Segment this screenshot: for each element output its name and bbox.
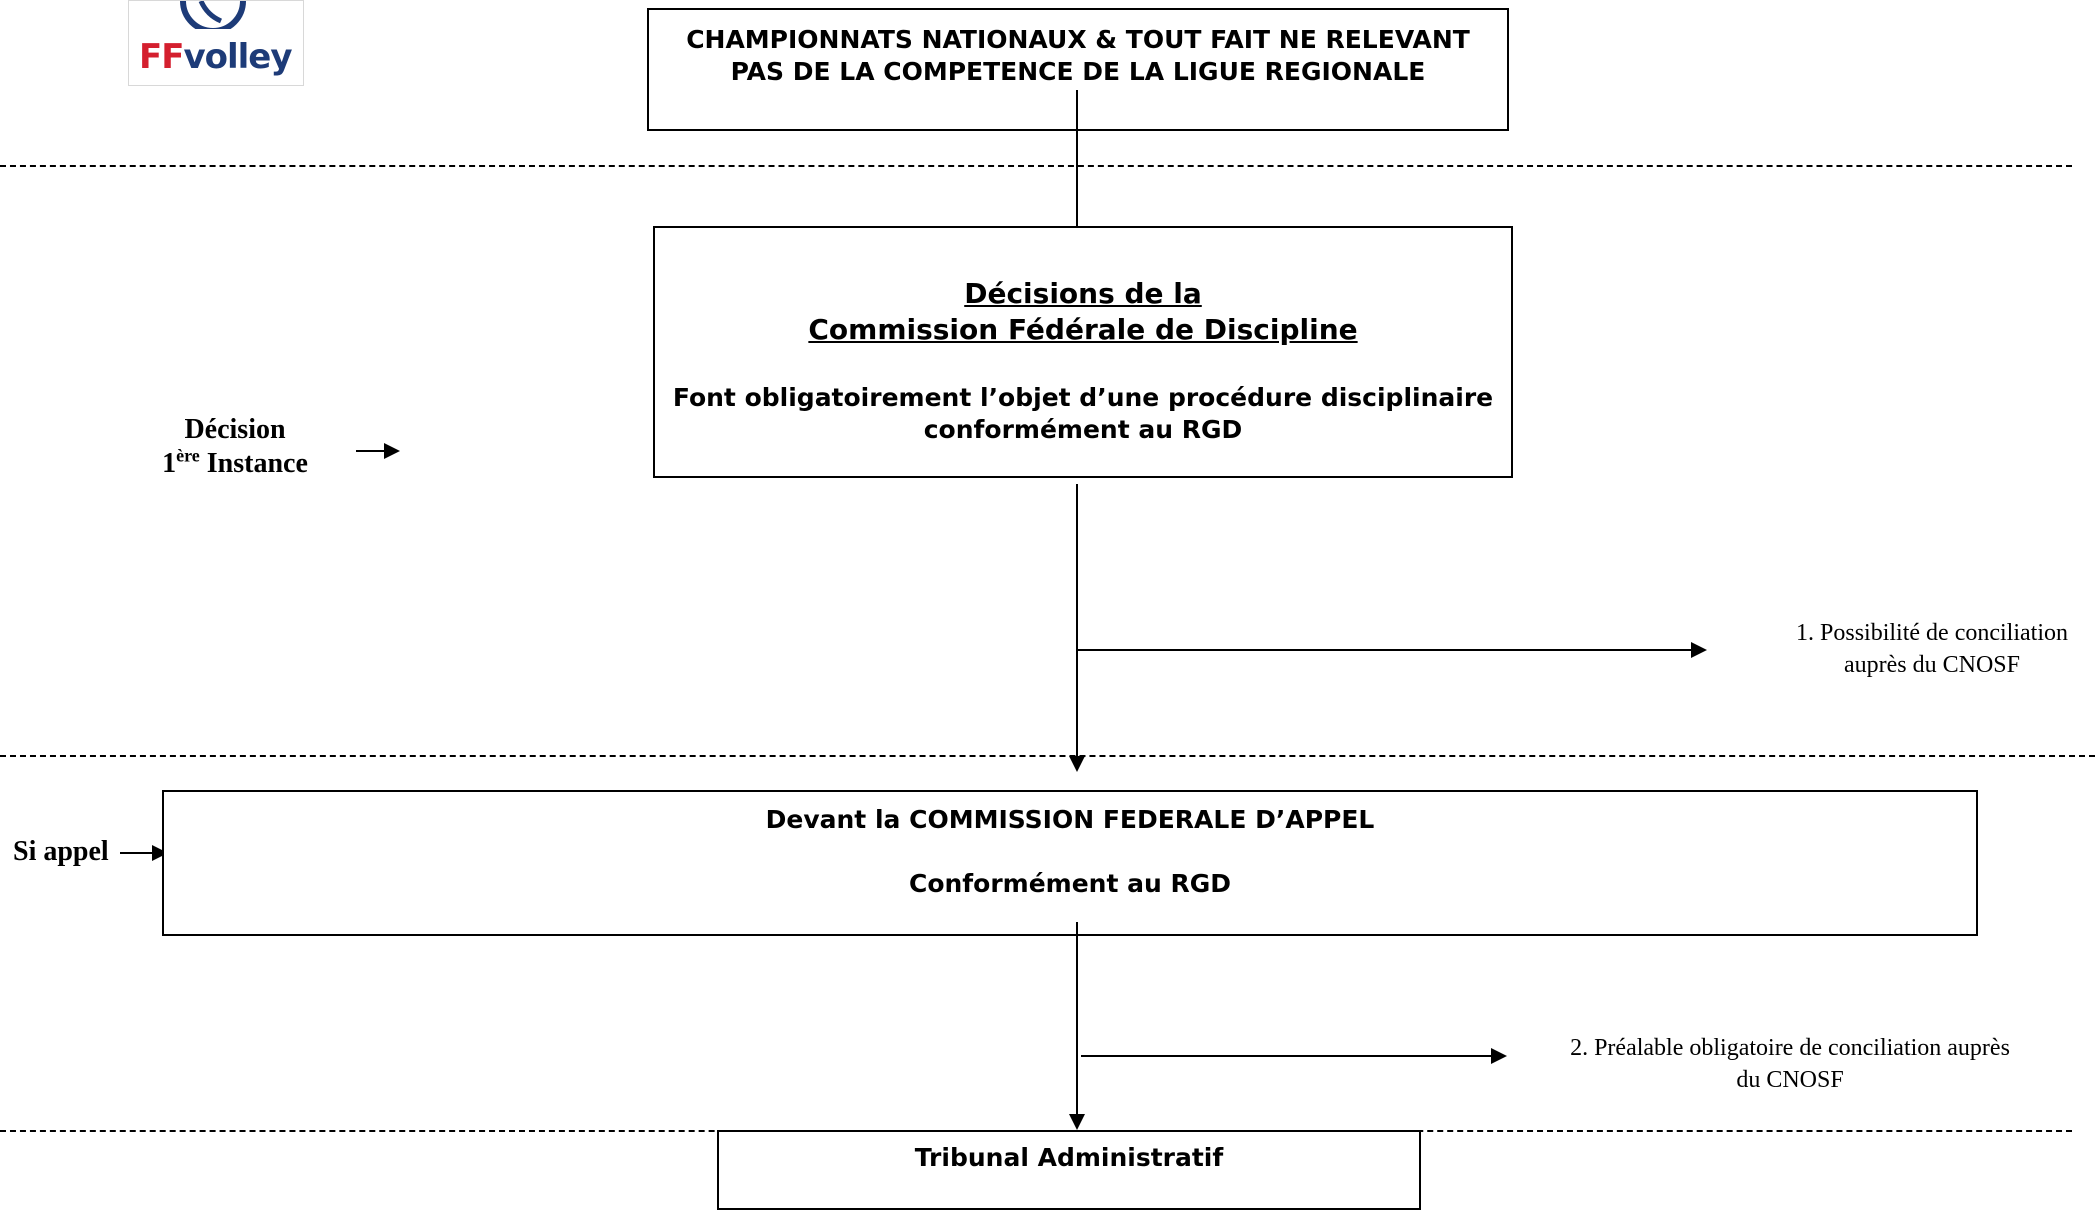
appel-box-line2: Conformément au RGD [908, 869, 1232, 898]
conciliation-2-text: 2. Préalable obligatoire de conciliation… [1530, 1032, 2050, 1096]
connector-appel-to-tribunal [1076, 922, 1078, 1118]
appel-box-commission-federale: Devant la COMMISSION FEDERALE D’APPEL Co… [162, 790, 1978, 936]
si-appel-arrow-line [120, 852, 154, 854]
first-instance-line2: 1ère Instance [140, 447, 330, 481]
connector-decision-to-appel-head [1069, 756, 1085, 772]
conciliation-2-line1: 2. Préalable obligatoire de conciliation… [1570, 1035, 2010, 1061]
connector-decision-to-appel [1076, 484, 1078, 756]
top-box-championnats: CHAMPIONNATS NATIONAUX & TOUT FAIT NE RE… [647, 8, 1509, 131]
decision-title-line1: Décisions de la [964, 277, 1202, 310]
branch-conciliation-1-head [1691, 642, 1707, 658]
first-instance-number: 1 [162, 448, 177, 479]
connector-appel-to-tribunal-head [1069, 1114, 1085, 1130]
ffvolley-logo: FFvolley [128, 0, 304, 86]
dashed-separator-2 [0, 755, 2095, 757]
connector-top-to-decision [1076, 90, 1078, 228]
top-box-line1: CHAMPIONNATS NATIONAUX & TOUT FAIT NE RE… [686, 25, 1470, 54]
logo-wordmark: FFvolley [139, 37, 293, 77]
dashed-separator-1 [0, 165, 2072, 167]
first-instance-arrow-line [356, 450, 386, 452]
branch-conciliation-2-head [1491, 1048, 1507, 1064]
branch-conciliation-1-line [1077, 649, 1695, 651]
tribunal-label: Tribunal Administratif [914, 1143, 1224, 1172]
appel-box-line1: Devant la COMMISSION FEDERALE D’APPEL [765, 805, 1375, 834]
decision-box-commission-discipline: Décisions de la Commission Fédérale de D… [653, 226, 1513, 478]
si-appel-label: Si appel [13, 836, 109, 867]
branch-conciliation-2-line [1081, 1055, 1493, 1057]
decision-first-instance-label: Décision 1ère Instance [140, 413, 330, 481]
first-instance-rest: Instance [199, 448, 308, 479]
first-instance-sup: ère [176, 445, 200, 466]
logo-ff-text: FF [139, 37, 184, 77]
first-instance-arrow-head [384, 443, 400, 459]
first-instance-line1: Décision [184, 414, 286, 445]
decision-title-line2: Commission Fédérale de Discipline [808, 313, 1358, 346]
volleyball-icon [180, 1, 246, 29]
decision-body-line2: conformément au RGD [923, 415, 1243, 444]
logo-volley-text: volley [183, 37, 292, 77]
top-box-line2: PAS DE LA COMPETENCE DE LA LIGUE REGIONA… [730, 57, 1426, 86]
conciliation-1-line1: 1. Possibilité de conciliation [1796, 620, 2068, 646]
decision-body-line1: Font obligatoirement l’objet d’une procé… [672, 383, 1494, 412]
conciliation-2-line2: du CNOSF [1736, 1067, 1844, 1093]
conciliation-1-line2: auprès du CNOSF [1843, 652, 2020, 678]
tribunal-administratif-box: Tribunal Administratif [717, 1130, 1421, 1210]
conciliation-1-text: 1. Possibilité de conciliation auprès du… [1774, 617, 2090, 681]
